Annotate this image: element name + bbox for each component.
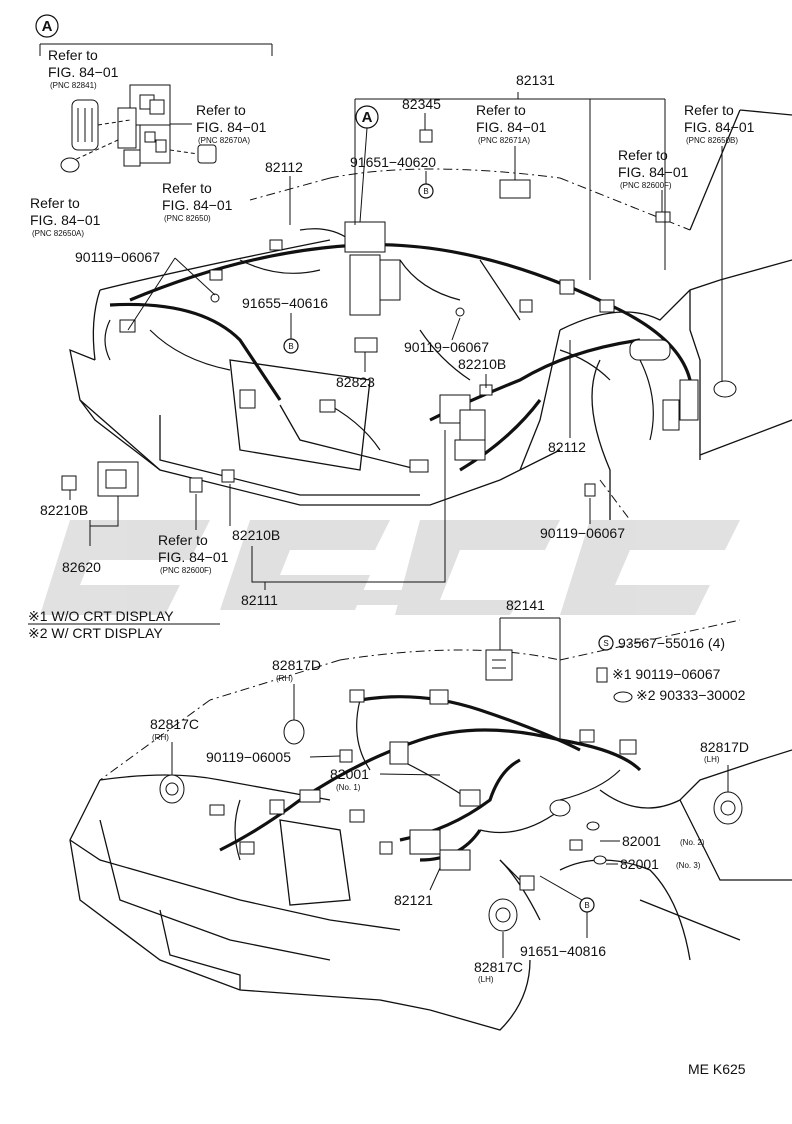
ref-inset-right-line1: Refer to — [196, 102, 246, 118]
inset-a: A Refer to FIG. 84−01 (PNC 82841) — [30, 14, 273, 238]
ref-82671a-line1: Refer to — [476, 102, 526, 118]
legend-note-1: ※1 W/O CRT DISPLAY — [28, 608, 174, 624]
ref-82600f-top-line1: Refer to — [618, 147, 668, 163]
label-82817d-lh-side: (LH) — [704, 755, 720, 764]
label-82817c-rh-side: (RH) — [152, 733, 169, 742]
watermark-logo — [40, 520, 740, 615]
ref-82650b-line2: FIG. 84−01 — [684, 119, 755, 135]
ref-inset-right-pnc: (PNC 82670A) — [198, 136, 250, 145]
ref-inset-left-pnc: (PNC 82650A) — [32, 229, 84, 238]
label-82001-no1: 82001 — [330, 766, 369, 782]
ref-inset-left-line2: FIG. 84−01 — [30, 212, 101, 228]
label-90119-06067-d: ※1 90119−06067 — [612, 666, 721, 682]
callout-s1-label: S — [603, 639, 608, 648]
ref-top-line2: FIG. 84−01 — [48, 64, 119, 80]
ref-82671a-line2: FIG. 84−01 — [476, 119, 547, 135]
label-82210b-left: 82210B — [40, 502, 88, 518]
label-82817c-lh: 82817C — [474, 959, 523, 975]
label-82817d-rh-side: (RH) — [276, 674, 293, 683]
upper-car-drawing — [61, 109, 792, 521]
label-82001-no1-sub: (No. 1) — [336, 783, 361, 792]
label-82210b-right: 82210B — [458, 356, 506, 372]
label-82112-right: 82112 — [548, 439, 586, 455]
callout-a-inset — [35, 14, 59, 38]
callout-b3-label: B — [584, 901, 589, 910]
label-82001-no2: 82001 — [622, 833, 661, 849]
callout-a-main-label: A — [362, 109, 373, 126]
label-90119-06067-b: 90119−06067 — [404, 339, 489, 355]
lower-car-drawing — [69, 619, 792, 1031]
label-90119-06067-a: 90119−06067 — [75, 249, 160, 265]
diagram-code: ME K625 — [688, 1061, 746, 1077]
ref-82600f-top-pnc: (PNC 82600F) — [620, 181, 672, 190]
callout-s1 — [598, 635, 614, 651]
label-91655-40616: 91655−40616 — [242, 295, 328, 311]
ref-inset-mid-line2: FIG. 84−01 — [162, 197, 233, 213]
ref-top-line1: Refer to — [48, 47, 98, 63]
label-82817d-lh: 82817D — [700, 739, 749, 755]
callout-b1-label: B — [423, 187, 428, 196]
ref-82600f-bottom-line1: Refer to — [158, 532, 208, 548]
label-82141: 82141 — [506, 597, 545, 613]
label-82345: 82345 — [402, 96, 441, 112]
ref-82671a-pnc: (PNC 82671A) — [478, 136, 530, 145]
label-82001-no3-sub: (No. 3) — [676, 861, 701, 870]
ref-inset-left-line1: Refer to — [30, 195, 80, 211]
callout-a-inset-label: A — [42, 18, 53, 35]
label-82817d-rh: 82817D — [272, 657, 321, 673]
callout-b2-label: B — [288, 342, 293, 351]
ref-82600f-top-line2: FIG. 84−01 — [618, 164, 689, 180]
legend-note-2: ※2 W/ CRT DISPLAY — [28, 625, 163, 641]
label-90119-06067-c: 90119−06067 — [540, 525, 625, 541]
ref-inset-mid-pnc: (PNC 82650) — [164, 214, 211, 223]
label-90119-06005: 90119−06005 — [206, 749, 291, 765]
label-82121: 82121 — [394, 892, 433, 908]
label-91651-40816: 91651−40816 — [520, 943, 606, 959]
ref-inset-right-line2: FIG. 84−01 — [196, 119, 267, 135]
label-82112-top: 82112 — [265, 159, 303, 175]
ref-inset-mid-line1: Refer to — [162, 180, 212, 196]
label-90333-30002: ※2 90333−30002 — [636, 687, 746, 703]
ref-82600f-bottom-line2: FIG. 84−01 — [158, 549, 229, 565]
ref-top-pnc: (PNC 82841) — [50, 81, 97, 90]
label-82823: 82823 — [336, 374, 375, 390]
ref-82650b-line1: Refer to — [684, 102, 734, 118]
label-82210b-mid: 82210B — [232, 527, 280, 543]
label-82111: 82111 — [241, 592, 278, 608]
ref-82650b-pnc: (PNC 82650B) — [686, 136, 738, 145]
relay-block-drawing — [60, 84, 217, 173]
label-82001-no3: 82001 — [620, 856, 659, 872]
label-93567-55016: 93567−55016 (4) — [618, 635, 725, 651]
label-82001-no2-sub: (No. 2) — [680, 838, 705, 847]
label-82131: 82131 — [516, 72, 555, 88]
label-82620: 82620 — [62, 559, 101, 575]
label-82817c-rh: 82817C — [150, 716, 199, 732]
label-82817c-lh-side: (LH) — [478, 975, 494, 984]
label-91651-40620: 91651−40620 — [350, 154, 436, 170]
ref-82600f-bottom-pnc: (PNC 82600F) — [160, 566, 212, 575]
